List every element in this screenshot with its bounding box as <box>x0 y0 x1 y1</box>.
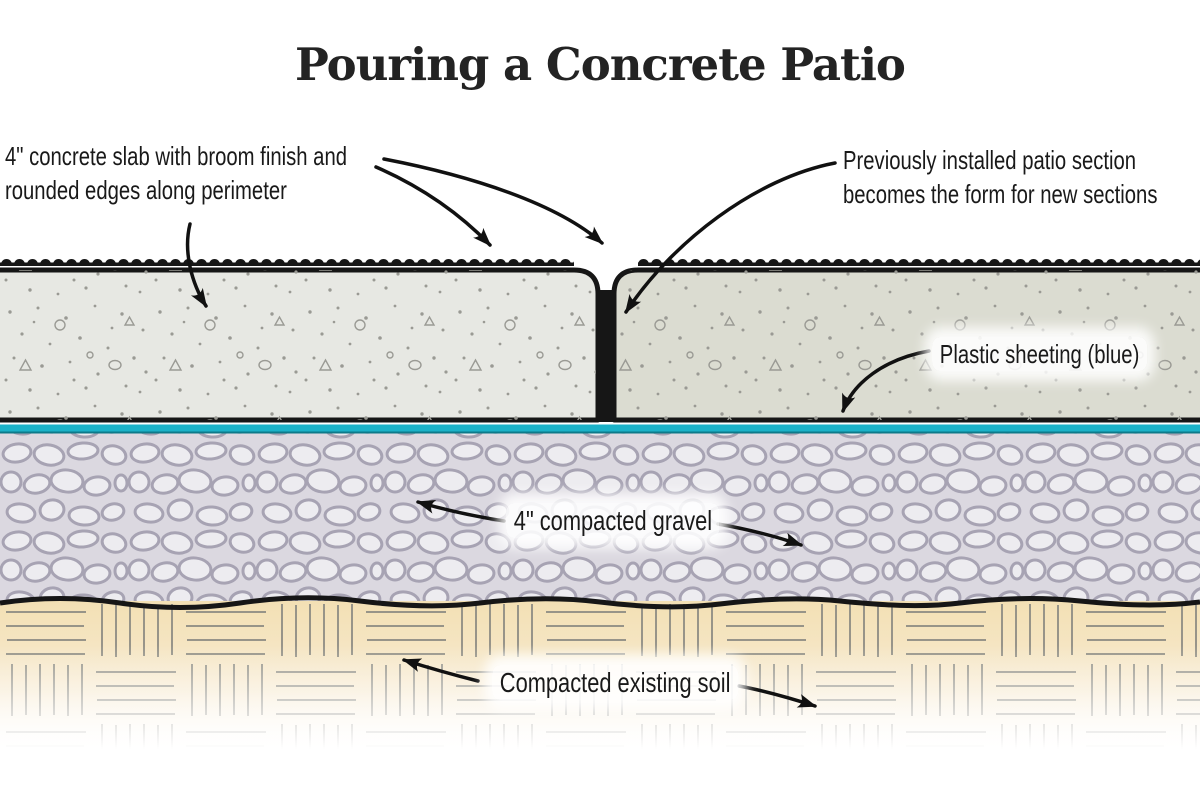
arrow-previous-section <box>624 161 837 314</box>
broom-finish-left <box>0 252 574 266</box>
plastic-sheeting-line <box>0 424 1200 432</box>
arrow-gravel-right <box>716 522 803 547</box>
arrow-plastic-sheeting <box>841 349 931 413</box>
plastic-sheeting-shadow <box>0 431 1200 434</box>
label-concrete-slab-line2: rounded edges along perimeter <box>5 175 287 205</box>
expansion-joint <box>596 290 616 422</box>
label-compacted-soil: Compacted existing soil <box>492 665 739 700</box>
label-plastic-sheeting: Plastic sheeting (blue) <box>932 337 1148 371</box>
arrow-slab-left <box>185 222 208 308</box>
label-concrete-slab-line1: 4" concrete slab with broom finish and <box>5 141 348 171</box>
arrow-soil-right <box>737 684 817 708</box>
label-compacted-gravel: 4" compacted gravel <box>506 503 720 538</box>
label-previous-section: Previously installed patio section becom… <box>843 143 1157 211</box>
label-compacted-gravel-text: 4" compacted gravel <box>506 503 720 538</box>
label-compacted-soil-text: Compacted existing soil <box>492 665 739 700</box>
label-previous-section-line2: becomes the form for new sections <box>843 179 1158 209</box>
concrete-slab-existing-texture <box>614 270 1200 420</box>
label-plastic-sheeting-text: Plastic sheeting (blue) <box>932 337 1148 371</box>
concrete-slab-new-texture <box>0 270 598 420</box>
arrow-gravel-left <box>416 500 506 523</box>
label-concrete-slab: 4" concrete slab with broom finish and r… <box>5 139 347 207</box>
gravel-soil-boundary <box>0 595 1200 610</box>
arrow-soil-left <box>402 658 480 683</box>
broom-finish-right <box>638 252 1200 266</box>
arrow-slab-surface <box>374 165 492 247</box>
page-title: Pouring a Concrete Patio <box>295 38 906 91</box>
arrow-slab-edge <box>382 157 604 245</box>
label-previous-section-line1: Previously installed patio section <box>843 145 1137 175</box>
